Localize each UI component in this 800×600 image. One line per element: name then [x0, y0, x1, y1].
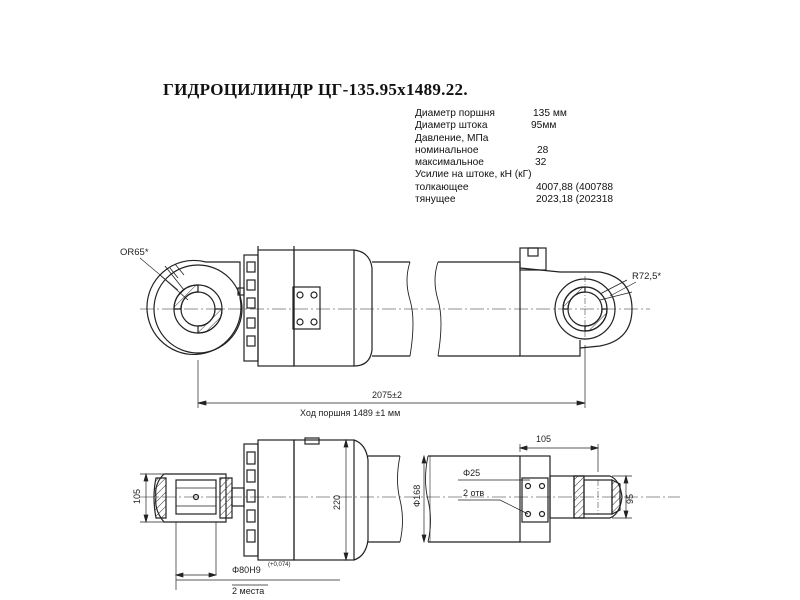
- spec-value: 95мм: [531, 120, 557, 132]
- right-eye-radius-label: R72,5*: [632, 271, 661, 282]
- front-view: [140, 246, 650, 408]
- top-view: [140, 437, 680, 590]
- spec-label: Диаметр штока: [415, 120, 488, 132]
- spec-label: Давление, МПа: [415, 132, 489, 144]
- left-eye-width-label: 105: [132, 489, 142, 504]
- spec-value: 28: [537, 144, 549, 156]
- pin-bore-label: Φ80Н9: [232, 565, 261, 575]
- length-dimension-label: 2075±2: [372, 390, 402, 400]
- spec-value: 32: [535, 157, 547, 169]
- hole-diameter-label: Φ25: [463, 468, 480, 478]
- spec-label: максимальное: [415, 157, 484, 169]
- spec-value: 135 мм: [533, 108, 567, 119]
- length-dimension: [197, 345, 586, 408]
- rod-end-top: [519, 455, 623, 543]
- head-flange-top: [243, 439, 295, 561]
- top-dimensions: [140, 438, 632, 590]
- spec-label: тянущее: [415, 194, 456, 206]
- cylinder-body-top: [293, 437, 520, 561]
- left-eye-top: [153, 473, 245, 523]
- flange-height-label: 220: [332, 495, 342, 510]
- pin-bore-tolerance-label: (+0,074): [268, 562, 291, 568]
- spec-label: номинальное: [415, 144, 479, 156]
- spec-label: Диаметр поршня: [415, 108, 495, 119]
- cylinder-body: [292, 249, 520, 367]
- rod-end-width-label: 105: [536, 434, 551, 444]
- rod-end: [519, 247, 633, 357]
- holes-count-label: 2 отв: [463, 488, 484, 498]
- rod-end-height-label: 95: [625, 494, 635, 504]
- spec-value: 4007,88 (400788: [536, 181, 614, 193]
- spec-label: толкающее: [415, 181, 469, 193]
- left-eye-radius-label: OR65*: [120, 247, 149, 258]
- spec-label: Усилие на штоке, кН (кГ): [415, 169, 532, 181]
- two-places-label: 2 места: [232, 586, 264, 596]
- drawing-title: ГИДРОЦИЛИНДР ЦГ-135.95х1489.22.: [163, 80, 468, 99]
- body-diameter-label: Φ168: [412, 485, 422, 507]
- stroke-label: Ход поршня 1489 ±1 мм: [300, 408, 400, 418]
- spec-value: 2023,18 (202318: [536, 194, 614, 206]
- head-flange: [243, 246, 295, 367]
- left-eye: [146, 259, 245, 356]
